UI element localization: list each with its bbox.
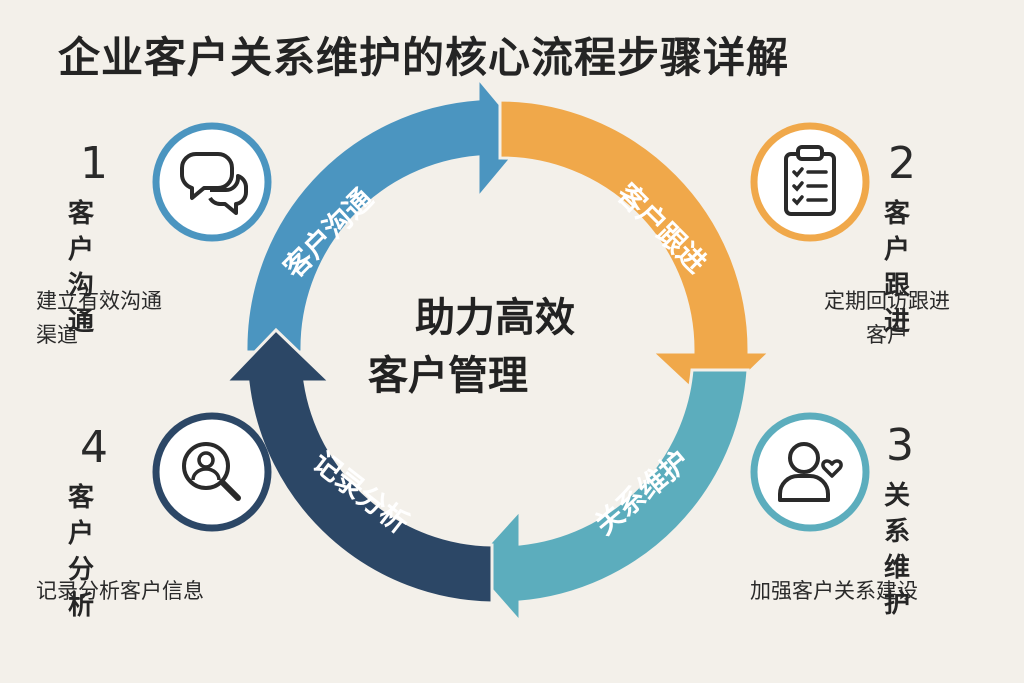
step-number: 4 <box>80 422 108 473</box>
step-label-line-2: 维护 <box>884 553 911 619</box>
step-label: 客户 跟进 <box>884 196 910 340</box>
center-line-1: 助力高效 <box>415 295 575 341</box>
step-description: 记录分析客户信息 <box>36 579 204 603</box>
step-description: 加强客户关系建设 <box>750 579 918 603</box>
page-title: 企业客户关系维护的核心流程步骤详解 <box>58 33 790 82</box>
arc-customer-followup <box>498 98 774 411</box>
center-line-2: 客户管理 <box>368 353 528 399</box>
step-label-line-1: 客户 <box>884 199 911 265</box>
arc-customer-communication <box>244 73 530 354</box>
step-label: 客户 分析 <box>68 480 94 624</box>
step-label-line-2: 沟通 <box>68 271 95 337</box>
step-number: 2 <box>888 138 916 189</box>
step-description-line-1: 定期回访跟进 <box>824 289 950 313</box>
step-label: 客户 沟通 <box>68 196 94 340</box>
user-heart-icon <box>750 412 870 532</box>
step-label-line-1: 客户 <box>68 199 95 265</box>
step-label-line-1: 客户 <box>68 483 95 549</box>
step-number: 3 <box>886 420 914 471</box>
step-number: 1 <box>80 138 108 189</box>
chat-bubbles-icon <box>152 122 272 242</box>
step-description-line-2: 客户 <box>866 323 908 347</box>
step-label-line-2: 分析 <box>68 555 95 621</box>
step-description-line-1: 建立有效沟通 <box>36 289 162 313</box>
step-description: 定期回访跟进 客户 <box>812 284 962 352</box>
step-label: 关系 维护 <box>884 478 910 622</box>
step-description: 建立有效沟通 渠道 <box>36 284 162 352</box>
step-label-line-1: 关系 <box>884 481 911 547</box>
step-label-line-2: 跟进 <box>884 271 911 337</box>
step-description-line-2: 渠道 <box>36 323 78 347</box>
arc-relationship-maintenance <box>467 368 750 626</box>
arc-record-analysis <box>222 327 494 605</box>
clipboard-checklist-icon <box>750 122 870 242</box>
user-search-icon <box>152 412 272 532</box>
